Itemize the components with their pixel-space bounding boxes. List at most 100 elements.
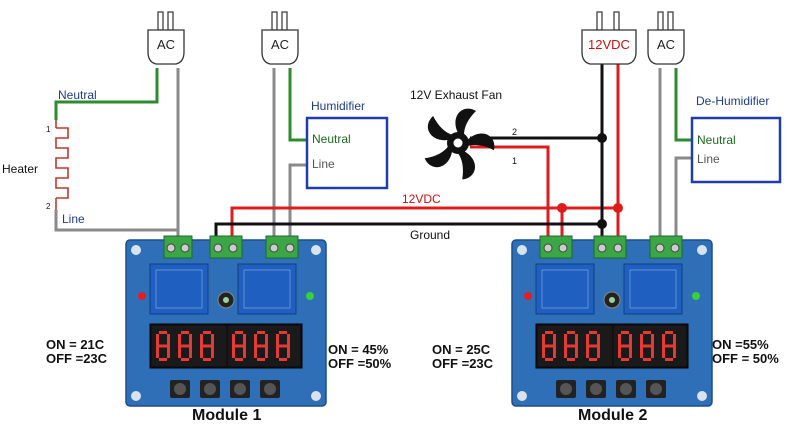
module-1-hum-off: OFF =50%	[328, 356, 392, 371]
display-segment	[597, 346, 600, 358]
display-segment	[243, 334, 246, 346]
display-segment	[621, 344, 629, 348]
dc-bus-wire	[230, 64, 620, 244]
junction-dot	[613, 203, 623, 213]
dc-plug-label: 12VDC	[588, 37, 630, 52]
module-2-temp-off: OFF =23C	[432, 356, 494, 371]
display-segment	[167, 346, 170, 358]
display-segment	[189, 334, 192, 346]
display-segment	[651, 334, 654, 346]
display-segment	[211, 346, 214, 358]
display-segment	[276, 334, 279, 346]
green-led-icon	[692, 292, 700, 300]
display-segment	[279, 344, 287, 348]
display-segment	[156, 334, 159, 346]
display-segment	[276, 346, 279, 358]
display-segment	[621, 331, 629, 334]
display-segment	[200, 334, 203, 346]
display-segment	[665, 331, 673, 334]
humidifier-line-wire	[288, 163, 307, 244]
dc-plug	[581, 11, 637, 65]
ac-plug-3-label: AC	[656, 37, 676, 52]
display-segment	[621, 358, 629, 361]
display-segment	[200, 346, 203, 358]
display-segment	[181, 344, 189, 348]
display-segment	[235, 358, 243, 361]
display-segment	[159, 344, 167, 348]
module-1-temp-on: ON = 21C	[46, 337, 105, 352]
red-led-icon	[138, 292, 146, 300]
display-segment	[586, 334, 589, 346]
display-segment	[662, 346, 665, 358]
display-segment	[203, 344, 211, 348]
heater-pin-2: 2	[46, 202, 51, 211]
display-segment	[243, 346, 246, 358]
display-segment	[254, 334, 257, 346]
display-segment	[575, 346, 578, 358]
display-segment	[178, 334, 181, 346]
display-segment	[643, 331, 651, 334]
display-segment	[257, 344, 265, 348]
fan-label: 12V Exhaust Fan	[410, 88, 503, 102]
display-segment	[629, 346, 632, 358]
display-segment	[545, 331, 553, 334]
display-segment	[203, 358, 211, 361]
display-segment	[651, 346, 654, 358]
module-2-hum-off: OFF = 50%	[712, 351, 779, 366]
display-segment	[589, 358, 597, 361]
relay	[535, 263, 595, 315]
exhaust-fan-icon	[424, 108, 495, 180]
display-segment	[673, 346, 676, 358]
wire-junctions	[557, 133, 623, 229]
display-segment	[618, 334, 621, 346]
module-1-hum-on: ON = 45%	[328, 342, 389, 357]
display-segment	[181, 358, 189, 361]
dehumidifier-title: De-Humidifier	[696, 94, 770, 108]
display-segment	[189, 346, 192, 358]
display-segment	[553, 346, 556, 358]
humidifier-title: Humidifier	[311, 99, 366, 113]
display-segment	[279, 331, 287, 334]
display-segment	[232, 346, 235, 358]
humidifier-neutral-label: Neutral	[312, 132, 351, 146]
display-segment	[159, 331, 167, 334]
module-2-board	[511, 235, 713, 407]
display-segment	[665, 358, 673, 361]
heater-label: Heater	[2, 162, 39, 176]
display-segment	[203, 331, 211, 334]
module-1-display	[156, 331, 290, 361]
ac-plug-2	[261, 11, 299, 65]
display-segment	[257, 331, 265, 334]
relay	[237, 263, 297, 315]
junction-dot	[597, 133, 607, 143]
relay	[623, 263, 683, 315]
dehumidifier-neutral-label: Neutral	[697, 133, 736, 147]
heater-neutral-label: Neutral	[58, 88, 97, 102]
ac-plug-3	[647, 11, 685, 65]
junction-dot	[597, 219, 607, 229]
display-segment	[673, 334, 676, 346]
display-segment	[567, 358, 575, 361]
display-segment	[575, 334, 578, 346]
fan-pin-1: 1	[512, 156, 518, 166]
display-segment	[629, 334, 632, 346]
humidifier-box	[305, 116, 389, 190]
display-segment	[159, 358, 167, 361]
display-segment	[287, 334, 290, 346]
module-2-title: Module 2	[578, 407, 648, 424]
display-segment	[589, 331, 597, 334]
display-segment	[279, 358, 287, 361]
display-segment	[640, 346, 643, 358]
dc-bus-label: 12VDC	[402, 192, 441, 206]
display-segment	[589, 344, 597, 348]
module-2-hum-on: ON =55%	[712, 337, 769, 352]
display-segment	[640, 334, 643, 346]
dehumidifier-neutral-wire	[674, 68, 692, 142]
display-segment	[643, 344, 651, 348]
display-segment	[235, 344, 243, 348]
display-segment	[542, 346, 545, 358]
display-segment	[586, 346, 589, 358]
heater-neutral-wire	[54, 68, 159, 120]
junction-dot	[557, 203, 567, 213]
